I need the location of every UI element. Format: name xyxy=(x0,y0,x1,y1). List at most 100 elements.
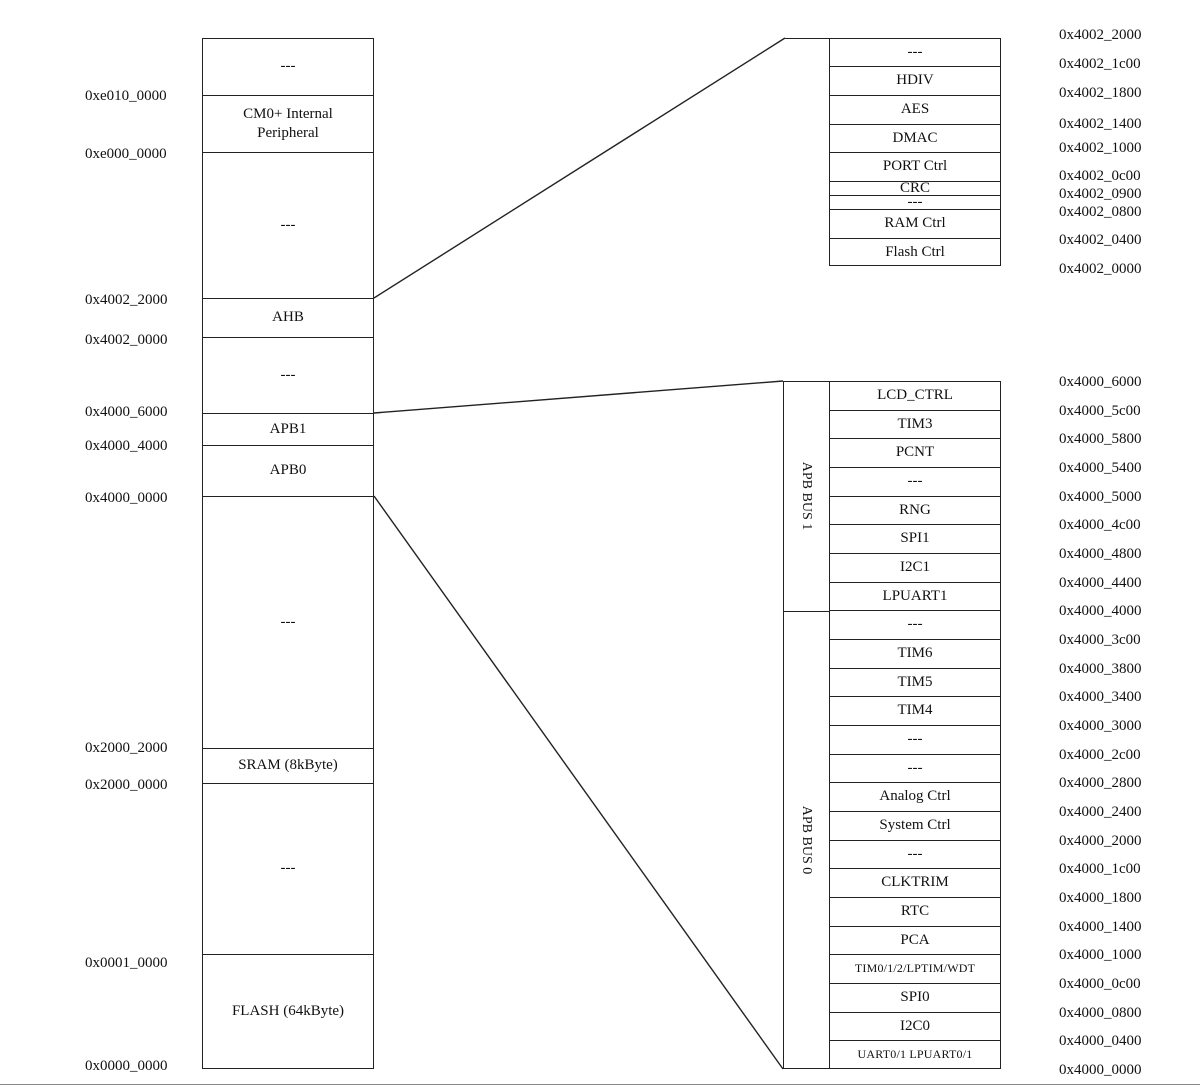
ahb-block-block-label: CRC xyxy=(899,179,930,196)
apb-block-divider xyxy=(829,696,1001,697)
apb-block-block-label: TIM4 xyxy=(897,702,933,719)
apb-block-block-label: I2C1 xyxy=(900,559,930,576)
apb-block-divider xyxy=(829,668,1001,669)
main-address: 0x0000_0000 xyxy=(85,1058,168,1074)
apb-address: 0x4000_3800 xyxy=(1059,660,1142,677)
apb-address: 0x4000_2400 xyxy=(1059,804,1142,820)
main-region-block: AHB xyxy=(202,298,374,337)
apb-address: 0x4000_5400 xyxy=(1059,460,1142,476)
main-region-block-label: FLASH (64kByte) xyxy=(231,1003,345,1020)
main-address: 0x4002_0000 xyxy=(85,332,168,348)
ahb-block-block-label: RAM Ctrl xyxy=(884,215,946,232)
apb-block-block: UART0/1 LPUART0/1 xyxy=(829,1040,1001,1069)
apb-block-block: I2C0 xyxy=(829,1012,1001,1040)
main-region-divider xyxy=(202,954,374,955)
apb-block-block: TIM3 xyxy=(829,410,1001,438)
apb-address: 0x4000_1c00 xyxy=(1059,861,1141,878)
apb-address: 0x4000_3000 xyxy=(1059,718,1142,734)
ahb-block-block: AES xyxy=(829,95,1001,124)
ahb-block-block-label: Flash Ctrl xyxy=(885,243,945,260)
apb-block-divider xyxy=(829,438,1001,439)
apb-block-block-label: --- xyxy=(907,845,923,862)
apb-bus0-label: APB BUS 0 xyxy=(799,805,814,875)
apb-zoom-bottom-line xyxy=(373,495,784,1070)
apb-address: 0x4000_2000 xyxy=(1059,832,1142,849)
apb-block-block-label: SPI1 xyxy=(900,530,930,547)
main-region-block-label: AHB xyxy=(272,309,304,326)
apb-block-block-label: TIM5 xyxy=(897,673,933,690)
apb-block-divider xyxy=(829,467,1001,468)
ahb-address: 0x4002_1000 xyxy=(1059,140,1142,156)
apb-bus-divider xyxy=(783,611,829,612)
apb-block-block: SPI1 xyxy=(829,524,1001,553)
ahb-address: 0x4002_0800 xyxy=(1059,204,1142,220)
ahb-block-block-label: PORT Ctrl xyxy=(882,158,948,175)
main-region-divider xyxy=(202,445,374,446)
ahb-block-divider xyxy=(829,195,1001,196)
apb-block-block-label: --- xyxy=(907,759,923,776)
main-address: 0x2000_0000 xyxy=(85,777,168,793)
ahb-top-extension xyxy=(785,38,829,39)
apb-block-block: PCA xyxy=(829,926,1001,954)
apb-block-block-label: PCA xyxy=(900,931,930,948)
apb-zoom-top-line xyxy=(373,380,784,414)
main-region-block-label-line: Peripheral xyxy=(257,124,319,141)
main-address: 0xe010_0000 xyxy=(85,88,167,104)
apb-block-block-label: LPUART1 xyxy=(882,587,948,604)
apb-block-block-label: UART0/1 LPUART0/1 xyxy=(857,1047,973,1061)
apb-block-block: RNG xyxy=(829,496,1001,524)
main-region-block: --- xyxy=(202,152,374,298)
ahb-address: 0x4002_0400 xyxy=(1059,232,1142,248)
apb-block-divider xyxy=(829,524,1001,525)
apb-address: 0x4000_2800 xyxy=(1059,775,1142,792)
ahb-block-block: DMAC xyxy=(829,124,1001,152)
main-region-block-label: --- xyxy=(280,366,296,383)
apb-block-divider xyxy=(829,868,1001,869)
apb-address: 0x4000_3400 xyxy=(1059,689,1142,706)
ahb-block-divider xyxy=(829,152,1001,153)
main-region-block-label: --- xyxy=(280,216,296,233)
main-region-block-label: --- xyxy=(280,613,296,630)
ahb-block-block: PORT Ctrl xyxy=(829,152,1001,181)
ahb-block-divider xyxy=(829,209,1001,210)
apb-block-divider xyxy=(829,496,1001,497)
main-address: 0x2000_2000 xyxy=(85,740,168,756)
ahb-address: 0x4002_1400 xyxy=(1059,116,1142,132)
apb-block-block-label: TIM6 xyxy=(897,645,933,662)
main-address: 0x4000_4000 xyxy=(85,438,168,454)
ahb-address: 0x4002_0900 xyxy=(1059,186,1142,202)
apb-address: 0x4000_0800 xyxy=(1059,1004,1142,1021)
ahb-block-block-label: --- xyxy=(907,43,923,60)
bottom-rule xyxy=(0,1084,1200,1085)
main-region-block-label: SRAM (8kByte) xyxy=(238,757,338,774)
apb-block-divider xyxy=(829,897,1001,898)
apb-block-block-label: TIM0/1/2/LPTIM/WDT xyxy=(854,961,976,975)
apb-block-divider xyxy=(829,811,1001,812)
apb-block-block: --- xyxy=(829,754,1001,782)
apb-block-block: --- xyxy=(829,610,1001,639)
apb-address: 0x4000_1800 xyxy=(1059,890,1142,906)
main-address: 0x0001_0000 xyxy=(85,955,168,971)
apb-bus-frame xyxy=(783,381,830,1069)
ahb-block-divider xyxy=(829,181,1001,182)
apb-block-block: Analog Ctrl xyxy=(829,782,1001,811)
apb-address: 0x4000_4000 xyxy=(1059,603,1142,620)
apb-block-block: TIM4 xyxy=(829,696,1001,725)
apb-address: 0x4000_1000 xyxy=(1059,947,1142,964)
ahb-address: 0x4002_2000 xyxy=(1059,27,1142,43)
apb-block-divider xyxy=(829,582,1001,583)
apb-block-divider xyxy=(829,639,1001,640)
main-address: 0x4000_6000 xyxy=(85,404,168,420)
apb-block-block-label: RTC xyxy=(900,903,930,920)
ahb-block-block: --- xyxy=(829,38,1001,66)
apb-address: 0x4000_5000 xyxy=(1059,488,1142,505)
apb-block-block-label: I2C0 xyxy=(900,1017,930,1034)
apb-address: 0x4000_4c00 xyxy=(1059,517,1141,534)
main-region-divider xyxy=(202,337,374,338)
main-region-block: APB0 xyxy=(202,445,374,496)
main-region-block: --- xyxy=(202,337,374,413)
apb-block-divider xyxy=(829,1040,1001,1041)
